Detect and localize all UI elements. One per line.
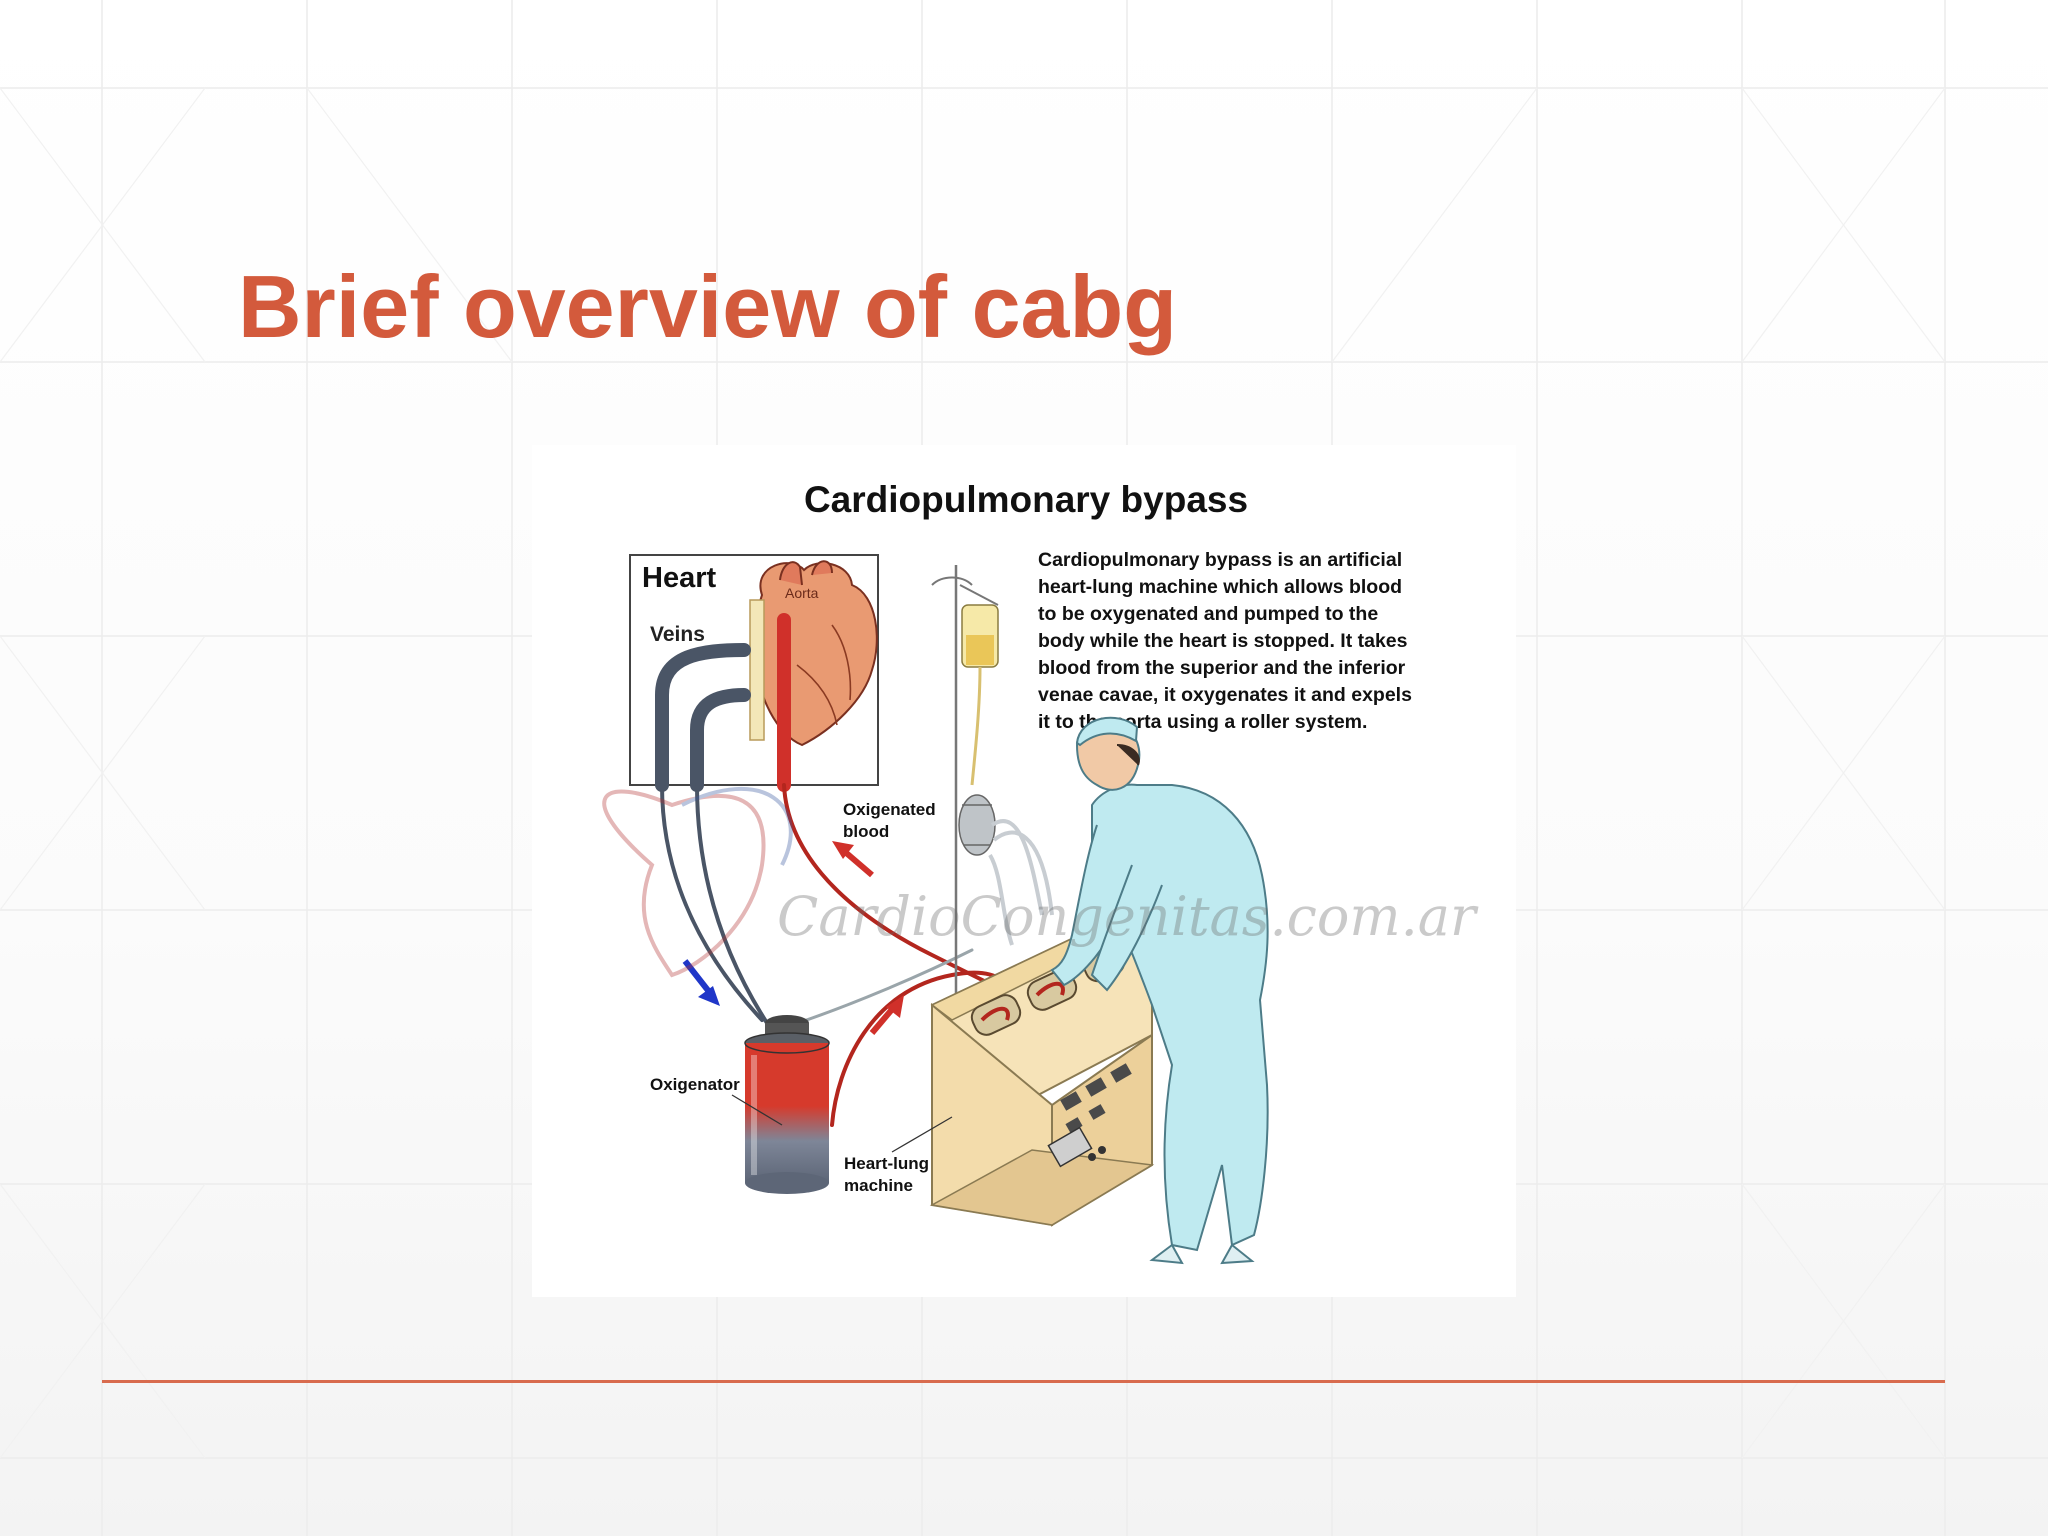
figure-description: Cardiopulmonary bypass is an artificial … (1038, 549, 1412, 733)
venous-blood-arrow (682, 959, 720, 1006)
description-line: venae cavae, it oxygenates it and expels (1038, 684, 1412, 706)
heart-lung-machine-label: machine (844, 1176, 913, 1195)
oxygenator-canister (744, 1015, 830, 1194)
heart-lung-machine-label: Heart-lung (844, 1154, 929, 1173)
footer-divider (102, 1380, 1945, 1383)
watermark-text: CardioCongenitas.com.ar (777, 885, 1479, 948)
watermark: CardioCongenitas.com.ar (602, 786, 1479, 978)
veins-label: Veins (650, 623, 705, 646)
gas-lines (988, 819, 1054, 946)
heart-label: Heart (642, 562, 716, 594)
oxygenated-blood-label: blood (843, 822, 889, 841)
description-line: to be oxygenated and pumped to the (1038, 603, 1378, 625)
description-line: heart-lung machine which allows blood (1038, 576, 1402, 598)
heart-lung-machine (929, 913, 1155, 1227)
oxygenated-blood-label: Oxigenated (843, 800, 936, 819)
surgeon-illustration (1050, 716, 1269, 1265)
oxygenator-label: Oxigenator (650, 1075, 740, 1094)
description-line: body while the heart is stopped. It take… (1038, 630, 1408, 652)
oxygenated-blood-arrow-lower (869, 995, 904, 1035)
slide-title: Brief overview of cabg (238, 257, 1177, 356)
aorta-label: Aorta (785, 585, 819, 601)
description-line: Cardiopulmonary bypass is an artificial (1038, 549, 1402, 571)
cardiopulmonary-bypass-figure: Cardiopulmonary bypass Cardiopulmonary b… (532, 445, 1516, 1297)
figure-heading: Cardiopulmonary bypass (804, 479, 1248, 520)
description-line: blood from the superior and the inferior (1038, 657, 1406, 679)
oxygenated-blood-arrow-upper (832, 841, 874, 878)
venous-lines (655, 643, 769, 1025)
